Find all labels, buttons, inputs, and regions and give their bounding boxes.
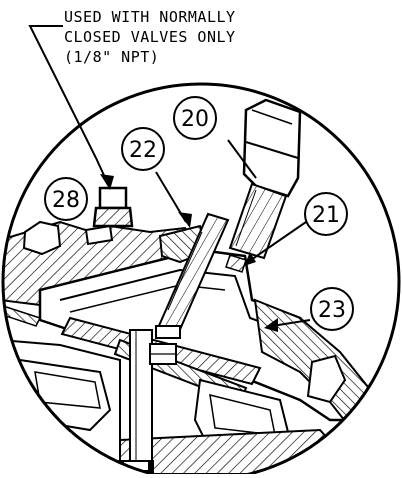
callout-22-label: 22 [129,138,157,163]
bolt-head [228,98,302,260]
callout-21-label: 21 [312,203,340,228]
note-line-2: CLOSED VALVES ONLY [64,28,236,46]
callout-23-label: 23 [318,298,346,323]
note-line-1: USED WITH NORMALLY [64,8,236,26]
callout-28-circle [44,177,88,221]
callout-20-label: 20 [181,107,209,132]
lower-boss-left [13,358,112,432]
gasket [225,254,247,273]
detail-section [3,212,394,475]
callouts: 20 22 21 23 28 [44,96,354,331]
flange-bolt-right [306,354,347,404]
callout-28-label: 28 [52,188,80,213]
callout-23-circle [310,287,354,331]
flange-bolt-left [22,220,62,256]
valve-stem [129,329,153,475]
callout-20-circle [173,96,217,140]
note-line-3: (1/8" NPT) [64,48,160,66]
callout-21-circle [304,192,348,236]
vent-plug [92,186,134,228]
detail-circle [1,82,401,478]
callout-22-circle [121,127,165,171]
leader-arrowheads [100,174,278,332]
